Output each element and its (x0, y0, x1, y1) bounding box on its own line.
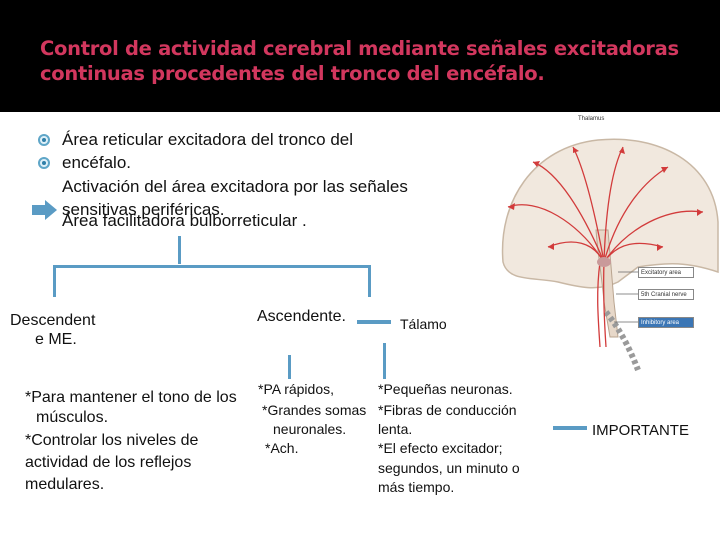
right-note-2: *Fibras de conducción (378, 402, 517, 418)
title-line-2: continuas procedentes del tronco del enc… (40, 62, 545, 85)
tree-connector (178, 236, 181, 264)
bullet-icon (38, 157, 50, 169)
mid-note-1: *PA rápidos, (258, 381, 335, 397)
left-note-1: *Para mantener el tono de los (25, 389, 237, 406)
tree-connector (53, 265, 371, 268)
mid-note-4: *Ach. (265, 440, 299, 456)
right-note-4: *El efecto excitador; (378, 440, 503, 456)
bullet-2-line-2: sensitivas periféricas. (62, 200, 225, 219)
important-marker (553, 426, 587, 430)
arrow-bullet-icon (32, 200, 57, 220)
left-note-2: músculos. (36, 409, 109, 426)
ascendente-label: Ascendente. (257, 308, 346, 325)
tree-connector (383, 343, 386, 379)
excitatory-area-label: Excitatory area (638, 267, 694, 278)
mid-note-2: *Grandes somas (262, 402, 367, 418)
left-note-5: medulares. (25, 476, 105, 493)
bullet-3: Área facilitadora bulborreticular . (62, 211, 307, 230)
right-note-5: segundos, un minuto o (378, 460, 520, 476)
mid-note-3: neuronales. (273, 421, 347, 437)
important-label: IMPORTANTE (592, 422, 689, 439)
thalamus-label: Thalamus (578, 116, 605, 122)
descendente-label-line-2: e ME. (35, 331, 77, 348)
cranial-nerve-label: 5th Cranial nerve (638, 289, 694, 300)
brain-illustration (478, 112, 720, 378)
bullet-1-line-2: encéfalo. (62, 153, 131, 172)
title-line-1: Control de actividad cerebral mediante s… (40, 37, 679, 60)
talamo-label: Tálamo (400, 316, 447, 332)
bullet-2-line-1: Activación del área excitadora por las s… (62, 177, 408, 196)
tree-connector (357, 320, 391, 324)
bullet-1-line-1: Área reticular excitadora del tronco del (62, 130, 354, 149)
tree-connector (53, 265, 56, 297)
right-note-6: más tiempo. (378, 479, 455, 495)
left-note-4: actividad de los reflejos (25, 454, 192, 471)
left-note-3: *Controlar los niveles de (25, 432, 199, 449)
right-note-1: *Pequeñas neuronas. (378, 381, 513, 397)
bullet-icon (38, 134, 50, 146)
title-bar: Control de actividad cerebral mediante s… (0, 0, 720, 112)
inhibitory-area-label: Inhibitory area (638, 317, 694, 328)
brain-reticular-diagram: Thalamus Excitatory area 5th Cranial ner… (478, 112, 720, 378)
descendente-label-line-1: Descendent (10, 312, 96, 329)
right-note-3: lenta. (378, 421, 413, 437)
slide-title: Control de actividad cerebral mediante s… (40, 36, 700, 86)
tree-connector (288, 355, 291, 379)
tree-connector (368, 265, 371, 297)
